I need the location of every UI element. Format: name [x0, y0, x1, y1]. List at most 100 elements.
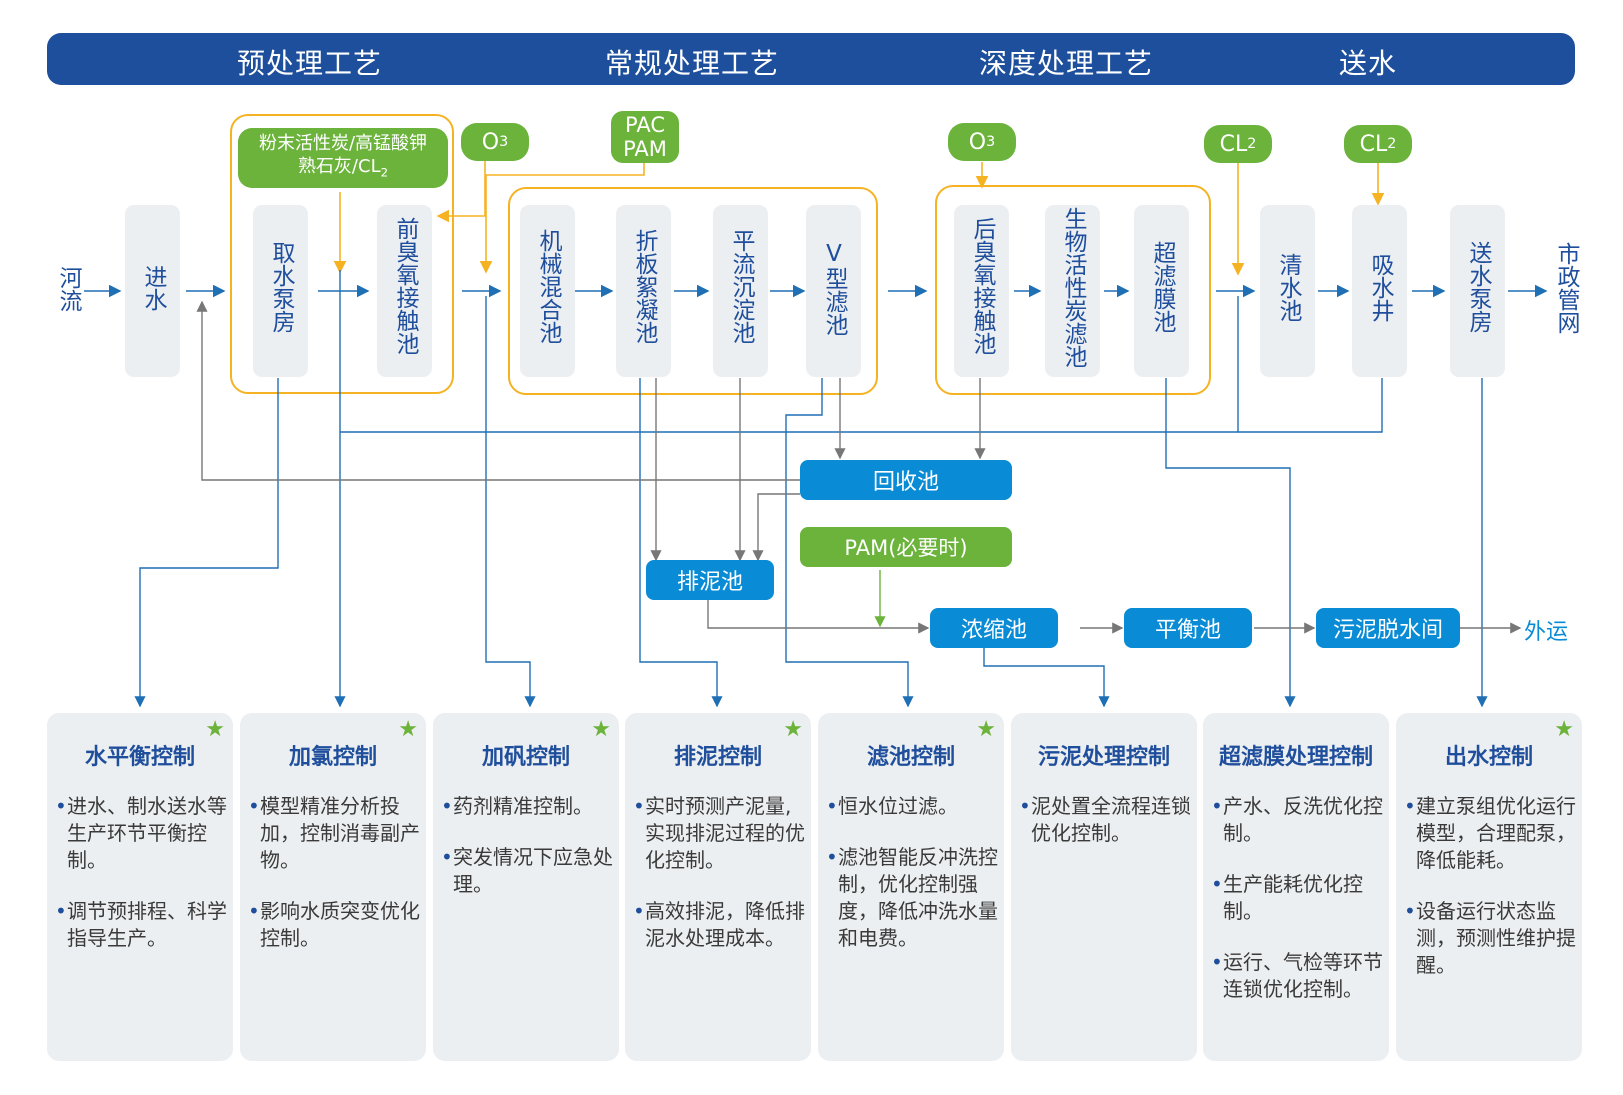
card-bullet-text: 设备运行状态监测，预测性维护提醒。: [1416, 899, 1576, 977]
card-bullet-text: 滤池智能反冲洗控制，优化控制强度，降低冲洗水量和电费。: [838, 845, 998, 950]
card-bullet: •实时预测产泥量,实现排泥过程的优化控制。: [633, 793, 805, 874]
card-title: 排泥控制: [673, 745, 762, 770]
card-bullet: •滤池智能反冲洗控制，优化控制强度，降低冲洗水量和电费。: [826, 844, 998, 952]
ultrafiltration-label: 超滤膜池: [1149, 241, 1175, 333]
cl2-1-sub: 2: [1247, 136, 1257, 152]
control-card: ★水平衡控制•进水、制水送水等生产环节平衡控制。•调节预排程、科学指导生产。: [47, 713, 233, 1061]
control-card: ★加氯控制•模型精准分析投加，控制消毒副产物。•影响水质突变优化控制。: [240, 713, 426, 1061]
card-title: 超滤膜处理控制: [1218, 745, 1373, 770]
card-bullet-text: 建立泵组优化运行模型，合理配泵，降低能耗。: [1416, 794, 1576, 872]
control-card: ★ 加矾控制 •药剂精准控制。 •突发情况下应急处理。: [433, 713, 619, 1061]
stage-advanced: 深度处理工艺: [979, 47, 1154, 80]
card-bullet: •药剂精准控制。: [441, 793, 613, 820]
bullet-dot-icon: •: [248, 899, 260, 923]
cl2-2-sub: 2: [1387, 136, 1397, 152]
bullet-dot-icon: •: [441, 794, 453, 818]
municipal-network: 市政管网: [1553, 242, 1579, 334]
pac-label: PAC: [625, 113, 665, 137]
mixing-label: 机械混合池: [535, 229, 561, 344]
pre-ozone-label: 前臭氧接触池: [392, 217, 418, 355]
card-bullets: •实时预测产泥量,实现排泥过程的优化控制。•高效排泥，降低排泥水处理成本。: [633, 793, 805, 976]
card-bullet-text: 实时预测产泥量,实现排泥过程的优化控制。: [645, 794, 805, 872]
intake-pump-label: 取水泵房: [268, 241, 294, 333]
bullet-dot-icon: •: [826, 794, 838, 818]
card-bullet-text: 调节预排程、科学指导生产。: [67, 899, 227, 950]
card-bullet-text: 生产能耗优化控制。: [1223, 872, 1363, 923]
bio-carbon-box: 生物活性炭滤池: [1045, 205, 1100, 377]
pam-optional-dose: PAM(必要时): [800, 527, 1012, 567]
clear-water-box: 清水池: [1260, 205, 1315, 377]
suction-well-label: 吸水井: [1367, 253, 1393, 322]
card-bullet: •设备运行状态监测，预测性维护提醒。: [1404, 898, 1576, 979]
pre-dose-chemicals: 粉末活性炭/高锰酸钾 熟石灰/CL2: [238, 128, 448, 188]
card-bullet: •运行、气检等环节连锁优化控制。: [1211, 949, 1383, 1003]
bullet-dot-icon: •: [633, 899, 645, 923]
suction-well-box: 吸水井: [1352, 205, 1407, 377]
card-bullet: •建立泵组优化运行模型，合理配泵，降低能耗。: [1404, 793, 1576, 874]
card-bullet-text: 影响水质突变优化控制。: [260, 899, 420, 950]
card-bullet: •影响水质突变优化控制。: [248, 898, 420, 952]
delivery-pump-label: 送水泵房: [1465, 241, 1491, 333]
card-bullet: •泥处置全流程连锁优化控制。: [1019, 793, 1191, 847]
stage-pretreatment: 预处理工艺: [237, 47, 383, 80]
bullet-dot-icon: •: [1019, 794, 1031, 818]
thickener-tank: 浓缩池: [930, 608, 1058, 648]
v-filter-label: V型滤池: [821, 241, 847, 336]
pre-dose-line2-wrap: 熟石灰/CL2: [298, 155, 388, 185]
bullet-dot-icon: •: [826, 845, 838, 869]
pretreatment-group: [230, 114, 454, 394]
v-filter-box: V型滤池: [806, 205, 861, 377]
o3-pre-sub: 3: [499, 134, 509, 150]
card-bullets: •药剂精准控制。 •突发情况下应急处理。: [441, 793, 613, 922]
sedimentation-box: 平流沉淀池: [713, 205, 768, 377]
bullet-dot-icon: •: [633, 794, 645, 818]
sludge-tank: 排泥池: [646, 560, 774, 600]
card-title: 加氯控制: [288, 745, 377, 770]
dewatering-room: 污泥脱水间: [1316, 608, 1460, 648]
post-ozone-box: 后臭氧接触池: [954, 205, 1009, 377]
bullet-dot-icon: •: [1404, 794, 1416, 818]
card-bullet-text: 运行、气检等环节连锁优化控制。: [1223, 950, 1383, 1001]
star-icon: ★: [591, 717, 611, 742]
ultrafiltration-box: 超滤膜池: [1134, 205, 1189, 377]
o3-pre-label: O: [481, 129, 500, 155]
conventional-group: [508, 187, 878, 395]
pre-dose-line2: 熟石灰/CL: [297, 155, 381, 177]
clear-water-label: 清水池: [1275, 253, 1301, 322]
card-bullet-text: 泥处置全流程连锁优化控制。: [1031, 794, 1191, 845]
recovery-tank: 回收池: [800, 460, 1012, 500]
card-bullet: •产水、反洗优化控制。: [1211, 793, 1383, 847]
card-bullets: •进水、制水送水等生产环节平衡控制。 •调节预排程、科学指导生产。: [55, 793, 227, 976]
bullet-dot-icon: •: [441, 845, 453, 869]
card-bullet: •进水、制水送水等生产环节平衡控制。: [55, 793, 227, 874]
card-bullet-text: 高效排泥，降低排泥水处理成本。: [645, 899, 805, 950]
pac-pam-badge: PAC PAM: [611, 111, 679, 163]
stage-delivery: 送水: [1339, 47, 1398, 80]
card-bullet-text: 产水、反洗优化控制。: [1223, 794, 1383, 845]
card-title: 加矾控制: [481, 745, 570, 770]
bullet-dot-icon: •: [1404, 899, 1416, 923]
inlet-box: 进水: [125, 205, 180, 377]
cl2-2-label: CL: [1359, 131, 1388, 157]
card-bullet: •模型精准分析投加，控制消毒副产物。: [248, 793, 420, 874]
pre-dose-sub: 2: [380, 165, 389, 180]
stage-conventional: 常规处理工艺: [605, 47, 780, 80]
control-card: ★滤池控制•恒水位过滤。•滤池智能反冲洗控制，优化控制强度，降低冲洗水量和电费。: [818, 713, 1004, 1061]
card-bullet: •高效排泥，降低排泥水处理成本。: [633, 898, 805, 952]
control-card: ★排泥控制•实时预测产泥量,实现排泥过程的优化控制。•高效排泥，降低排泥水处理成…: [625, 713, 811, 1061]
card-title: 滤池控制: [866, 745, 955, 770]
export-label: 外运: [1524, 620, 1569, 645]
intake-pump-box: 取水泵房: [253, 205, 308, 377]
bullet-dot-icon: •: [1211, 872, 1223, 896]
bullet-dot-icon: •: [55, 899, 67, 923]
post-ozone-label: 后臭氧接触池: [969, 217, 995, 355]
card-bullets: •泥处置全流程连锁优化控制。: [1019, 793, 1191, 871]
flocculation-box: 折板絮凝池: [616, 205, 671, 377]
card-bullet: •调节预排程、科学指导生产。: [55, 898, 227, 952]
card-bullet: •突发情况下应急处理。: [441, 844, 613, 898]
card-bullet: •恒水位过滤。: [826, 793, 998, 820]
